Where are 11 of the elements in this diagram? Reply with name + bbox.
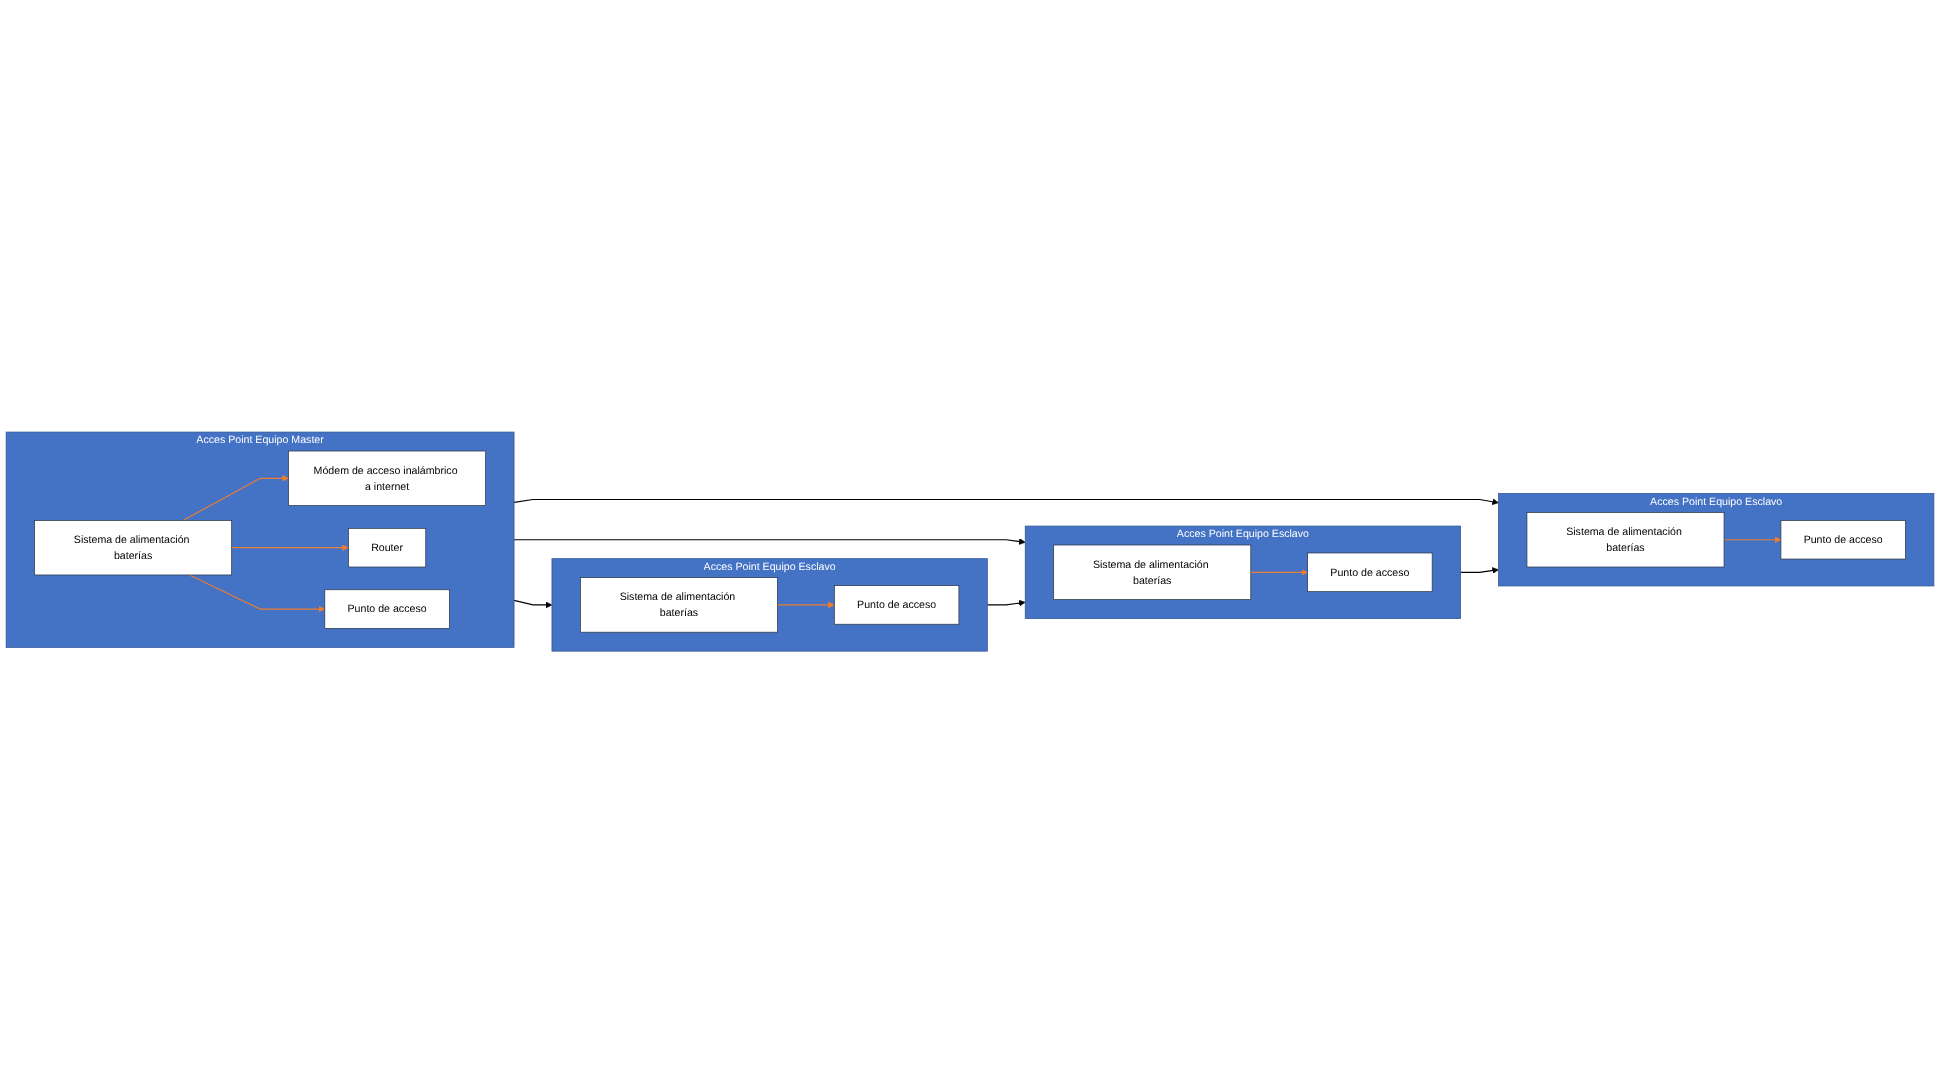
arrow: [188, 573, 326, 612]
arrow: [986, 599, 1026, 606]
arrow: [513, 537, 1026, 545]
arrow: [513, 497, 1499, 505]
arrow: [1723, 535, 1782, 543]
arrow: [1250, 568, 1308, 575]
arrow: [231, 543, 349, 551]
arrow: [182, 474, 289, 521]
arrow: [776, 600, 835, 608]
arrow: [513, 599, 553, 608]
arrow: [1460, 566, 1499, 574]
